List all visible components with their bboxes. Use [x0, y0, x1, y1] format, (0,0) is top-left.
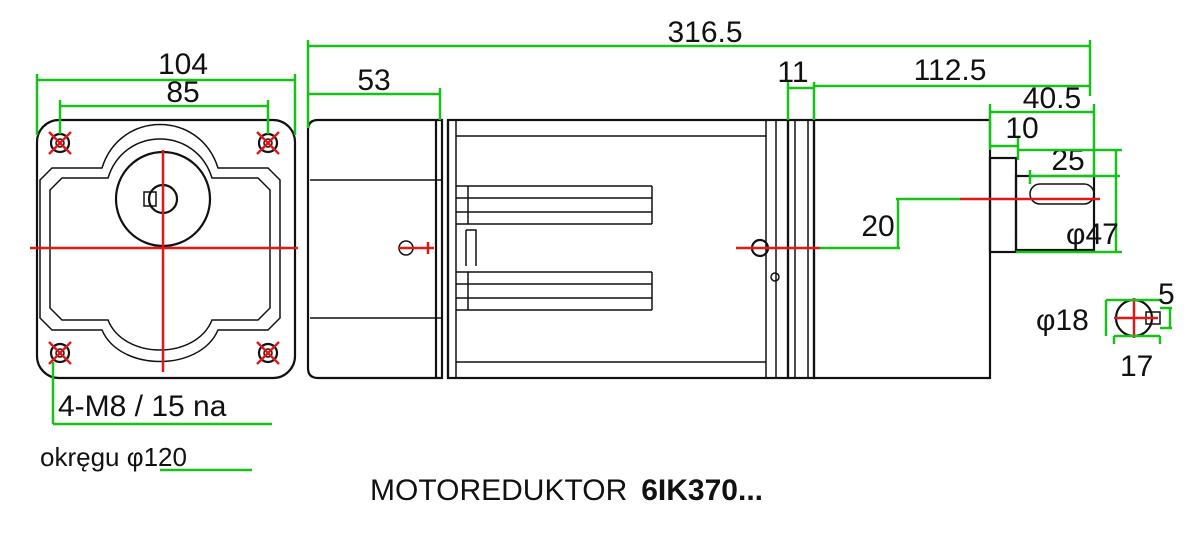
- dim-10-label: 10: [1005, 112, 1038, 145]
- dim-104-label: 104: [158, 48, 208, 81]
- mount-hole-bl: [48, 341, 72, 365]
- dim-10: [990, 136, 1020, 160]
- dim-11: [786, 82, 816, 120]
- mount-hole-tl: [48, 131, 72, 155]
- gear-housing-outline: [39, 123, 281, 363]
- drawing-title: MOTOREDUKTOR 6IK370...: [370, 474, 763, 507]
- shaft-boss: [988, 156, 1018, 254]
- dim-phi-47: [1016, 148, 1122, 254]
- dim-11-label: 11: [777, 56, 808, 89]
- dim-85-label: 85: [166, 76, 199, 109]
- shaft-section: [1104, 298, 1172, 344]
- title-prefix: MOTOREDUKTOR: [370, 474, 627, 507]
- mount-note-line1: 4-M8 / 15 na: [58, 390, 227, 423]
- dim-85: [58, 100, 270, 134]
- dim-20: [820, 197, 960, 250]
- mount-hole-tr: [256, 131, 280, 155]
- dim-25: [1028, 170, 1120, 184]
- mount-note-line2: okręgu φ120: [40, 442, 187, 472]
- dim-20-label: 20: [861, 210, 894, 243]
- dim-5-label: 5: [1158, 278, 1175, 311]
- dim-53: [308, 88, 442, 120]
- side-view: 316.5 53 11 112.5 40.5: [306, 16, 1122, 380]
- dim-17-label: 17: [1120, 350, 1153, 383]
- dim-104: [35, 74, 297, 135]
- dim-316-5-label: 316.5: [667, 16, 742, 49]
- dim-112-5-label: 112.5: [914, 54, 987, 87]
- title-model: 6IK370...: [641, 474, 763, 507]
- dim-53-label: 53: [357, 64, 390, 97]
- dim-phi-18-label: φ18: [1036, 304, 1089, 337]
- front-view: 104 85 4-M8 / 15 na okręgu φ120: [30, 48, 298, 472]
- key-front: [143, 191, 157, 207]
- gearhead-hole-2: [770, 272, 780, 282]
- mount-hole-br: [256, 341, 280, 365]
- gearbox-outline: [306, 118, 444, 380]
- dim-phi-47-label: φ47: [1066, 218, 1119, 251]
- dim-40-5: [988, 104, 1096, 176]
- dim-40-5-label: 40.5: [1023, 82, 1081, 115]
- inner-housing-outline: [49, 138, 271, 351]
- shaft-key: [1029, 183, 1095, 205]
